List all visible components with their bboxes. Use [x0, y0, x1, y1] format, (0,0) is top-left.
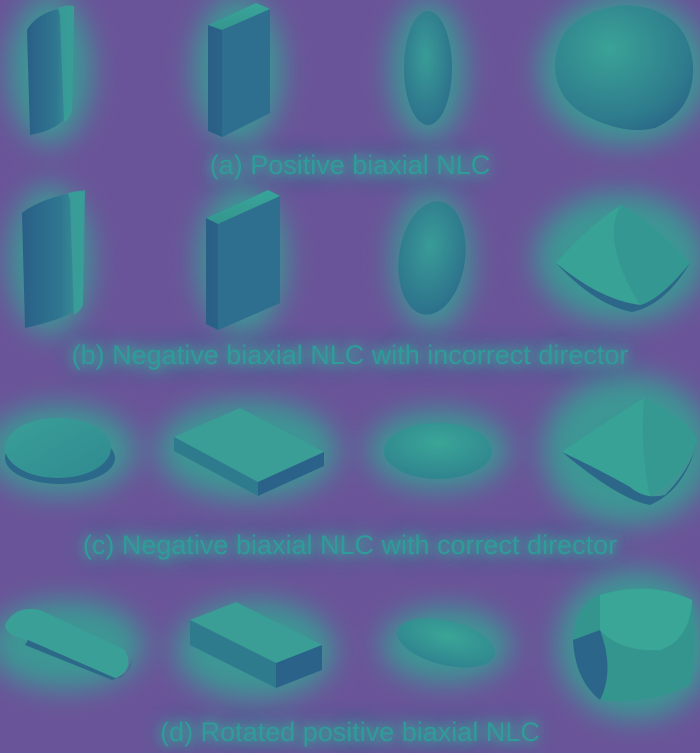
box-glyph	[206, 190, 280, 330]
ellipsoid-glyph	[398, 201, 466, 315]
box-glyph	[190, 602, 322, 688]
caption-row-c: (c) Negative biaxial NLC with correct di…	[82, 530, 618, 560]
cylinder-glyph	[22, 190, 85, 328]
caption-row-d: (d) Rotated positive biaxial NLC	[160, 717, 540, 747]
box-glyph	[174, 408, 324, 496]
caption-row-b: (b) Negative biaxial NLC with incorrect …	[71, 340, 629, 370]
ellipsoid-glyph	[384, 423, 492, 479]
row-a-shapes	[27, 3, 694, 137]
cylinder-glyph	[5, 609, 132, 680]
row-b-shapes	[22, 190, 690, 330]
cylinder-glyph	[5, 418, 115, 484]
superquadric-glyph	[556, 205, 690, 312]
ellipsoid-glyph	[397, 618, 495, 668]
superquadric-glyph	[573, 588, 695, 701]
row-d-shapes	[5, 588, 695, 701]
caption-row-a: (a) Positive biaxial NLC	[209, 150, 491, 180]
ellipsoid-glyph	[404, 11, 452, 125]
cylinder-glyph	[27, 5, 75, 135]
superquadric-glyph	[555, 5, 694, 130]
superquadric-glyph	[562, 398, 697, 505]
row-c-shapes	[5, 398, 697, 505]
box-glyph	[208, 3, 270, 137]
